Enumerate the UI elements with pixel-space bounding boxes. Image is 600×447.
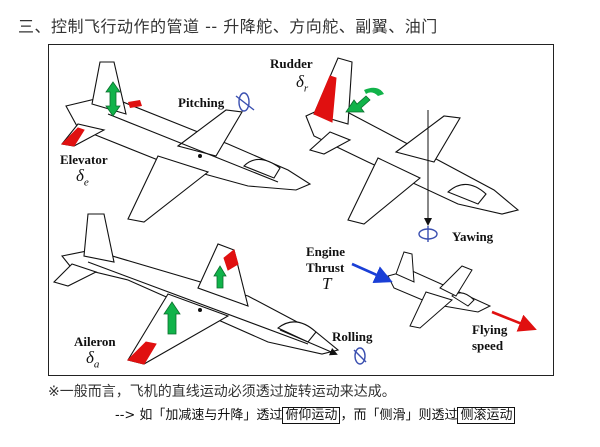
elevator-label: Elevator — [60, 152, 108, 167]
speed-label: speed — [472, 338, 504, 353]
aileron-down-arrow — [163, 301, 181, 335]
aileron-up-arrow — [213, 265, 227, 289]
elevator-symbol: δe — [76, 166, 89, 189]
jet-thrust — [387, 251, 492, 329]
aileron-label: Aileron — [74, 334, 116, 349]
aileron-symbol: δa — [86, 348, 100, 371]
rudder-symbol: δr — [296, 72, 309, 95]
pitch-move-arrow — [105, 81, 121, 117]
aileron-surface-left — [127, 341, 157, 365]
jet-yawing — [305, 57, 520, 225]
thrust-label: Thrust — [306, 260, 345, 275]
speed-arrow — [491, 310, 537, 332]
note-box-pitch: 俯仰运动 — [282, 407, 341, 424]
pitching-label: Pitching — [178, 95, 225, 110]
cg-dot-roll — [198, 308, 202, 312]
engine-label: Engine — [306, 244, 346, 259]
note-line-2-prefix: --> 如「加减速与升降」透过 — [115, 408, 283, 423]
rudder-label: Rudder — [270, 56, 313, 71]
page-title: 三、控制飞行动作的管道 -- 升降舵、方向舵、副翼、油门 — [18, 17, 438, 36]
yawing-label: Yawing — [452, 229, 494, 244]
jet-pitching — [60, 61, 312, 223]
rudder-rotation-icon — [364, 87, 384, 96]
pitching-rotation-icon — [235, 92, 255, 112]
note-box-roll: 侧滚运动 — [457, 407, 516, 424]
rolling-rotation-icon — [353, 347, 367, 365]
aileron-surface-right — [223, 249, 239, 271]
cg-dot — [198, 154, 202, 158]
yawing-rotation-icon — [418, 226, 438, 242]
note-line-2-middle: ，而「侧滑」则透过 — [340, 408, 458, 423]
rolling-label: Rolling — [332, 329, 373, 344]
rudder-surface — [313, 75, 337, 123]
yaw-move-arrow — [345, 95, 371, 113]
elevator-surface-right — [128, 100, 142, 108]
note-line-1: ※一般而言，飞机的直线运动必须透过旋转运动来达成。 — [48, 384, 396, 400]
aircraft-diagram — [52, 57, 537, 365]
roll-axis — [279, 329, 338, 356]
thrust-arrow — [351, 262, 393, 284]
flying-label: Flying — [472, 322, 508, 337]
thrust-symbol: T — [322, 274, 332, 293]
note-line-2: --> 如「加减速与升降」透过俯仰运动，而「侧滑」则透过侧滚运动 — [115, 404, 516, 424]
elevator-surface — [60, 127, 85, 147]
